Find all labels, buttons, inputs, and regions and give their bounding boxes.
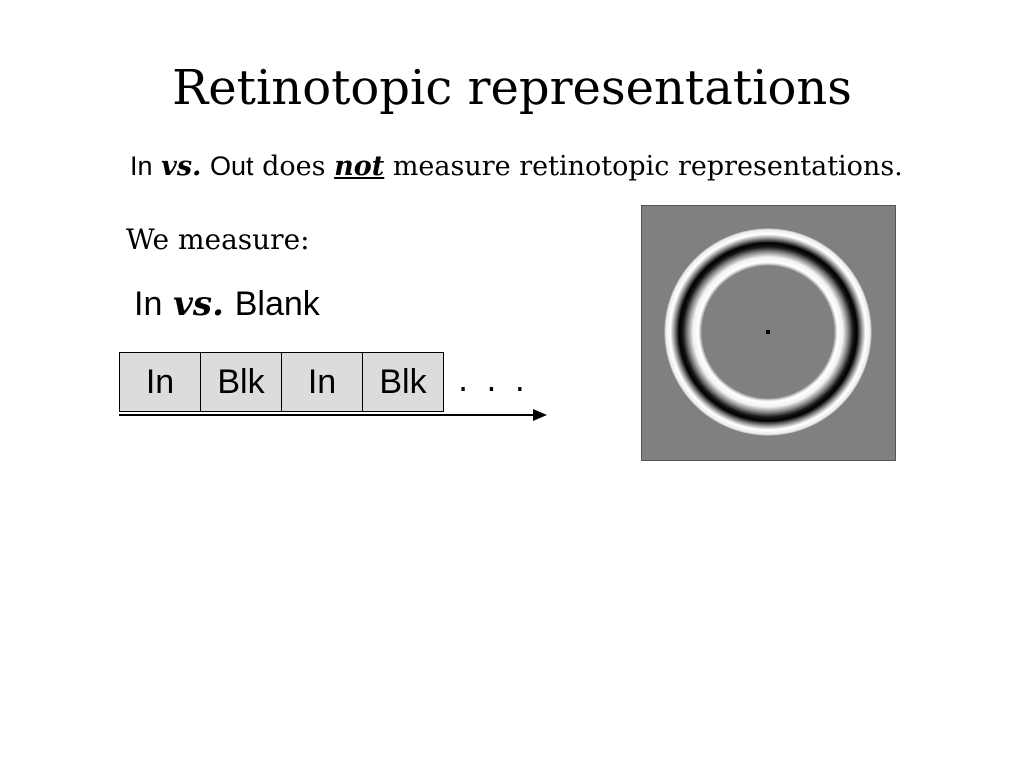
fixation-point (766, 330, 770, 334)
time-axis-arrow (119, 409, 547, 421)
block-blank-1: Blk (200, 352, 282, 412)
block-design-sequence: In Blk In Blk (119, 352, 444, 412)
subtitle-statement: In vs. Out does not measure retinotopic … (130, 146, 903, 187)
subtitle-condition-out: Out (210, 151, 254, 181)
continuation-ellipsis: . . . (458, 361, 529, 399)
subtitle-not: not (334, 151, 385, 182)
subtitle-does: does (262, 151, 326, 182)
ring-stimulus (641, 205, 896, 461)
subtitle-vs: vs. (161, 151, 202, 182)
subtitle-condition-in: In (130, 151, 153, 181)
subtitle-rest: measure retinotopic representations. (392, 151, 903, 182)
slide-title: Retinotopic representations (172, 60, 852, 116)
condition-in: In (134, 285, 163, 323)
time-axis-arrowhead (533, 409, 547, 421)
block-in-1: In (119, 352, 201, 412)
block-in-2: In (281, 352, 363, 412)
condition-blank: Blank (234, 285, 320, 323)
block-blank-2: Blk (362, 352, 444, 412)
condition-vs: vs. (173, 284, 224, 324)
condition-label: In vs. Blank (134, 282, 320, 326)
we-measure-label: We measure: (126, 223, 310, 256)
